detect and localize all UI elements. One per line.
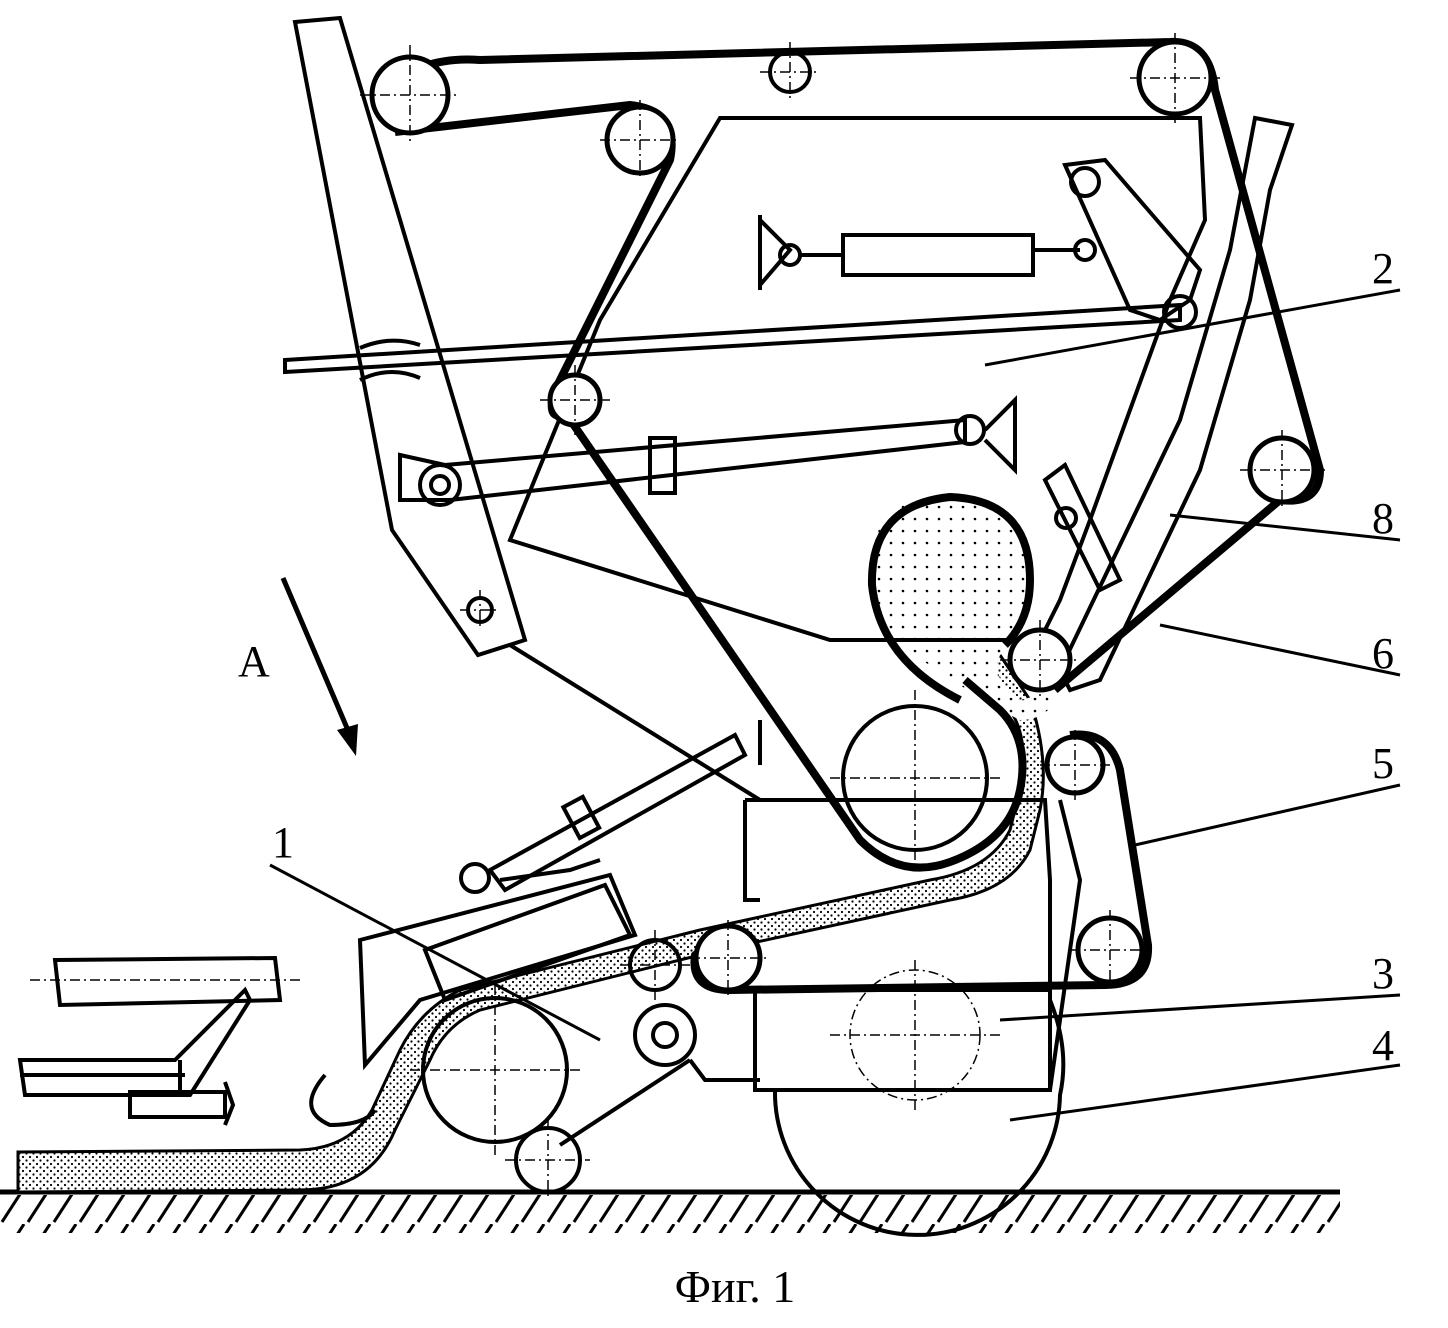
- pickup-drum: [309, 872, 760, 1200]
- bale: [867, 493, 1060, 720]
- ground: [0, 1189, 1340, 1233]
- callout-6: 6: [1372, 629, 1394, 678]
- main-frame: [292, 15, 1208, 1092]
- callout-1: 1: [272, 818, 294, 867]
- direction-label: A: [238, 637, 270, 686]
- roller: [1040, 730, 1110, 800]
- chamber-roller: [830, 690, 1000, 870]
- roller: [360, 45, 460, 145]
- hydraulic-cylinders: [398, 215, 1097, 894]
- roller: [1070, 910, 1150, 990]
- callout-2: 2: [1372, 244, 1394, 293]
- roller: [690, 920, 770, 995]
- leader-lines: [269, 288, 1401, 1122]
- callout-3: 3: [1372, 949, 1394, 998]
- tractor-hitch: [17, 955, 300, 1126]
- roller: [633, 1003, 697, 1067]
- callout-8: 8: [1372, 494, 1394, 543]
- figure-caption: Фиг. 1: [675, 1261, 796, 1312]
- roller: [760, 42, 820, 102]
- rollers: [360, 33, 1325, 1067]
- roller: [1000, 620, 1080, 700]
- roller: [1130, 33, 1220, 123]
- roller: [460, 590, 500, 630]
- crop-flow: [16, 648, 1045, 1194]
- roller: [540, 365, 610, 435]
- drawbar: [283, 294, 1198, 382]
- roller: [600, 100, 680, 180]
- callouts: 1 2 3 4 5 6 8: [272, 244, 1394, 1070]
- callout-5: 5: [1372, 739, 1394, 788]
- roller: [620, 930, 690, 1000]
- callout-4: 4: [1372, 1021, 1394, 1070]
- tailgate-arm: [1042, 115, 1295, 693]
- direction-arrow: A: [238, 577, 358, 756]
- wheel: [772, 960, 1066, 1237]
- roller: [1240, 430, 1325, 510]
